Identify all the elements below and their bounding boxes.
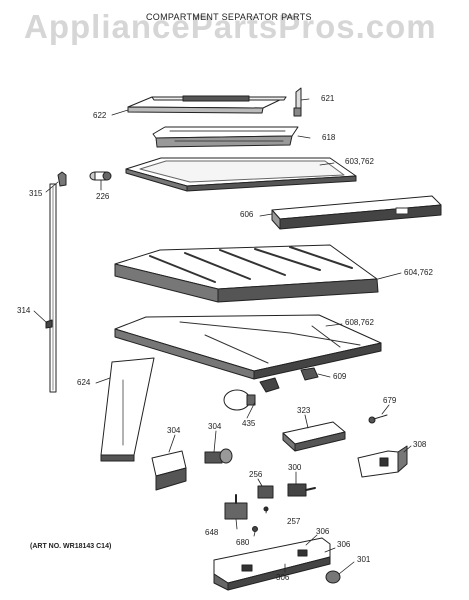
part-603-shelf[interactable] <box>125 157 357 192</box>
part-648-motor[interactable] <box>224 494 248 520</box>
part-304-knob-b[interactable] <box>204 448 233 464</box>
part-618-bracket[interactable] <box>152 126 299 148</box>
part-306-tray[interactable] <box>213 537 331 591</box>
part-226-grommet[interactable] <box>89 171 112 181</box>
part-435-bulb[interactable] <box>223 377 280 411</box>
callout-679: 679 <box>383 396 397 405</box>
part-315-rod[interactable] <box>45 171 67 393</box>
part-301-cap[interactable] <box>325 570 341 584</box>
callout-608-762: 608,762 <box>345 318 374 327</box>
callout-621: 621 <box>321 94 335 103</box>
art-number: (ART NO. WR18143 C14) <box>30 543 112 550</box>
callout-609: 609 <box>333 372 347 381</box>
part-680-screw[interactable] <box>252 526 258 532</box>
part-608-pan[interactable] <box>114 314 382 380</box>
part-304-block-a[interactable] <box>151 450 187 491</box>
callout-314: 314 <box>17 306 31 315</box>
callout-301: 301 <box>357 555 371 564</box>
callout-315: 315 <box>29 189 43 198</box>
callout-226: 226 <box>96 192 110 201</box>
callout-435: 435 <box>242 419 256 428</box>
callout-256: 256 <box>249 470 263 479</box>
callout-624: 624 <box>77 378 91 387</box>
watermark-text: AppliancePartsPros.com <box>24 8 437 45</box>
part-308-bracket[interactable] <box>357 445 408 478</box>
callout-606: 606 <box>240 210 254 219</box>
callout-618: 618 <box>322 133 336 142</box>
part-622-cover[interactable] <box>127 95 287 114</box>
callout-304-b: 304 <box>208 422 222 431</box>
part-621-clip[interactable] <box>293 87 302 117</box>
callout-603-762: 603,762 <box>345 157 374 166</box>
callout-306-a: 306 <box>316 527 330 536</box>
part-604-shelf[interactable] <box>114 244 379 303</box>
callout-680: 680 <box>236 538 250 547</box>
leader-lines <box>33 98 412 575</box>
callout-622: 622 <box>93 111 107 120</box>
callout-257: 257 <box>287 517 301 526</box>
part-606-trim[interactable] <box>271 195 442 230</box>
callout-604-762: 604,762 <box>404 268 433 277</box>
part-323-housing[interactable] <box>282 421 346 452</box>
callout-648: 648 <box>205 528 219 537</box>
callout-300: 300 <box>288 463 302 472</box>
part-609-stop[interactable] <box>300 367 319 381</box>
part-624-rail[interactable] <box>100 357 155 462</box>
part-300-sensor[interactable] <box>287 483 316 497</box>
callout-323: 323 <box>297 406 311 415</box>
callout-306-c: 306 <box>276 573 290 582</box>
callout-308: 308 <box>413 440 427 449</box>
callout-306-b: 306 <box>337 540 351 549</box>
diagram-title: COMPARTMENT SEPARATOR PARTS <box>146 12 312 22</box>
callout-304-a: 304 <box>167 426 181 435</box>
part-679-screw[interactable] <box>368 414 388 424</box>
part-256-switch[interactable] <box>257 485 274 512</box>
